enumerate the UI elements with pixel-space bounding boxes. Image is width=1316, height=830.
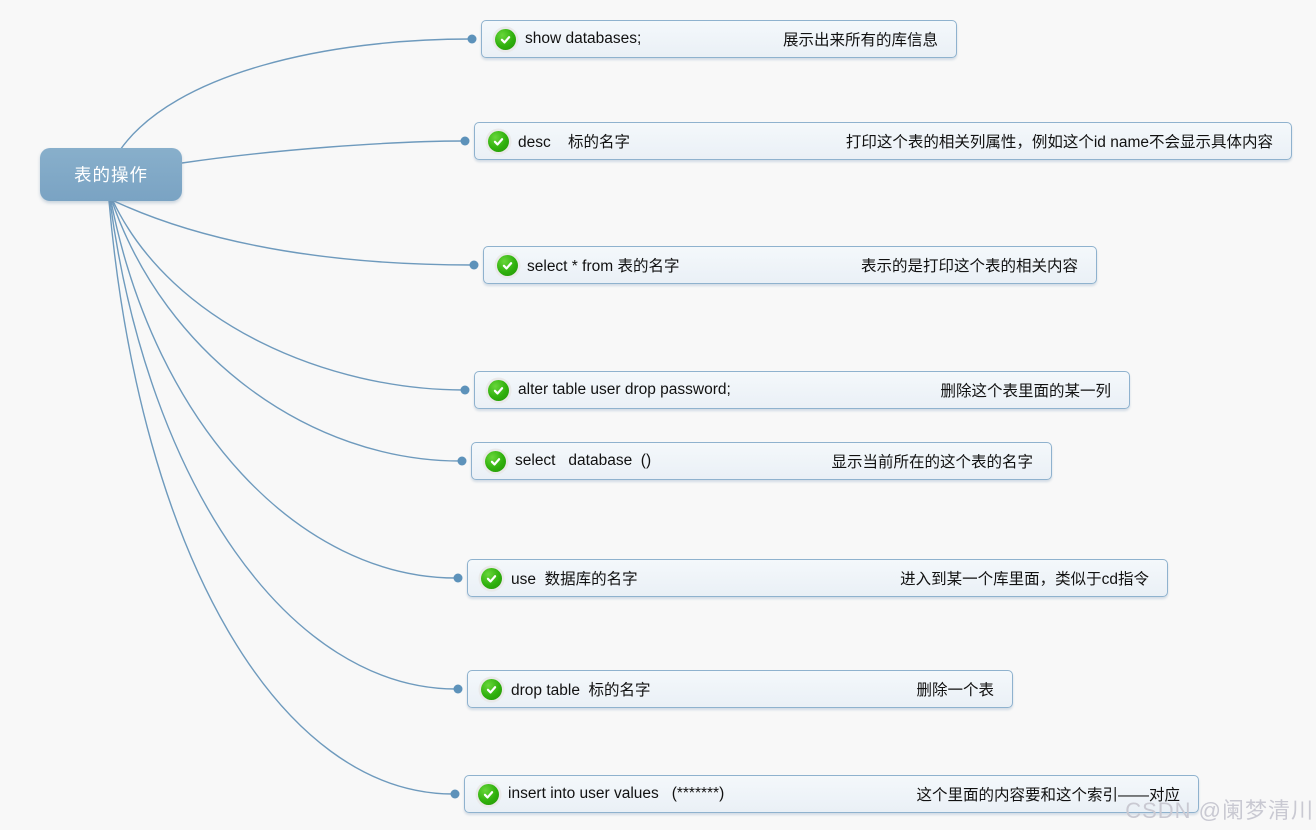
green-check-icon [497, 254, 518, 276]
topic-command: alter table user drop password; [518, 381, 731, 398]
topic-node-insert-into[interactable]: insert into user values (*******) 这个里面的内… [464, 775, 1199, 813]
connector-line [112, 200, 464, 391]
connector-line [113, 200, 473, 266]
green-check-icon [495, 28, 516, 50]
connector-dot [460, 385, 470, 395]
green-check-icon [478, 783, 499, 805]
connector-line [110, 200, 457, 579]
green-check-icon [488, 379, 509, 401]
root-topic-table-operations[interactable]: 表的操作 [40, 148, 182, 201]
connector-dot [450, 789, 460, 799]
connector-line [111, 200, 461, 462]
topic-command: show databases; [525, 30, 642, 47]
connector-line [109, 200, 457, 690]
topic-node-drop-table[interactable]: drop table 标的名字 删除一个表 [467, 670, 1013, 708]
topic-node-show-databases[interactable]: show databases; 展示出来所有的库信息 [481, 20, 957, 58]
connector-line [119, 38, 471, 151]
topic-command: drop table 标的名字 [511, 682, 651, 699]
green-check-icon [485, 450, 506, 472]
topic-node-alter-table[interactable]: alter table user drop password; 删除这个表里面的… [474, 371, 1130, 409]
topic-description: 删除这个表里面的某一列 [940, 383, 1111, 400]
topic-description: 删除一个表 [916, 682, 994, 699]
connector-line [108, 200, 454, 795]
topic-command: insert into user values (*******) [508, 785, 725, 802]
connector-dot [460, 136, 470, 146]
topic-node-use-database[interactable]: use 数据库的名字 进入到某一个库里面，类似于cd指令 [467, 559, 1168, 597]
topic-node-select-database[interactable]: select database () 显示当前所在的这个表的名字 [471, 442, 1052, 480]
topic-command: desc 标的名字 [518, 134, 630, 151]
connector-dot [469, 260, 479, 270]
topic-command: use 数据库的名字 [511, 571, 638, 588]
topic-node-desc[interactable]: desc 标的名字 打印这个表的相关列属性，例如这个id name不会显示具体内… [474, 122, 1292, 160]
connector-dot [453, 573, 463, 583]
topic-description: 打印这个表的相关列属性，例如这个id name不会显示具体内容 [845, 134, 1273, 151]
green-check-icon [488, 130, 509, 152]
topic-description: 表示的是打印这个表的相关内容 [860, 258, 1078, 275]
connector-dot [453, 684, 463, 694]
topic-description: 这个里面的内容要和这个索引——对应 [916, 787, 1180, 804]
root-topic-label: 表的操作 [74, 165, 148, 185]
topic-description: 显示当前所在的这个表的名字 [831, 454, 1033, 471]
connector-dot [467, 34, 477, 44]
topic-description: 进入到某一个库里面，类似于cd指令 [900, 571, 1149, 588]
green-check-icon [481, 678, 502, 700]
topic-description: 展示出来所有的库信息 [782, 32, 938, 49]
green-check-icon [481, 567, 502, 589]
connector-line [181, 140, 464, 164]
connector-dot [457, 456, 467, 466]
topic-command: select * from 表的名字 [527, 258, 680, 275]
topic-command: select database () [515, 452, 652, 469]
topic-node-select-from[interactable]: select * from 表的名字 表示的是打印这个表的相关内容 [483, 246, 1097, 284]
